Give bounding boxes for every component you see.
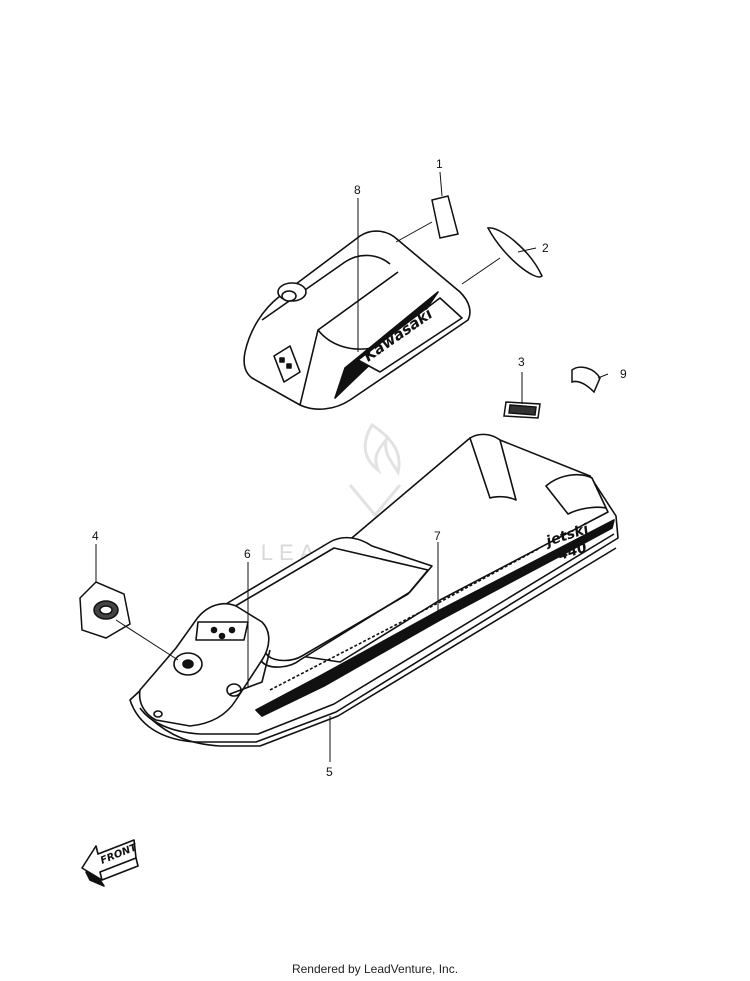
decal-part-3 xyxy=(503,401,541,419)
decal-part-9 xyxy=(571,366,601,394)
watermark-logo xyxy=(348,422,402,518)
callout-3: 3 xyxy=(518,355,525,369)
callout-6: 6 xyxy=(244,547,251,561)
callout-4: 4 xyxy=(92,529,99,543)
callout-8: 8 xyxy=(354,183,361,197)
leader-lines xyxy=(95,171,609,762)
callout-2: 2 xyxy=(542,241,549,255)
front-arrow-icon xyxy=(81,839,139,887)
callout-1: 1 xyxy=(436,157,443,171)
decal-part-2 xyxy=(486,227,543,278)
callout-7: 7 xyxy=(434,529,441,543)
footer-credit: Rendered by LeadVenture, Inc. xyxy=(291,962,459,976)
decal-part-4 xyxy=(79,581,131,639)
hull xyxy=(129,433,619,747)
callout-9: 9 xyxy=(620,367,627,381)
decal-part-1 xyxy=(431,195,459,239)
callout-5: 5 xyxy=(326,765,333,779)
engine-hood xyxy=(243,230,471,410)
